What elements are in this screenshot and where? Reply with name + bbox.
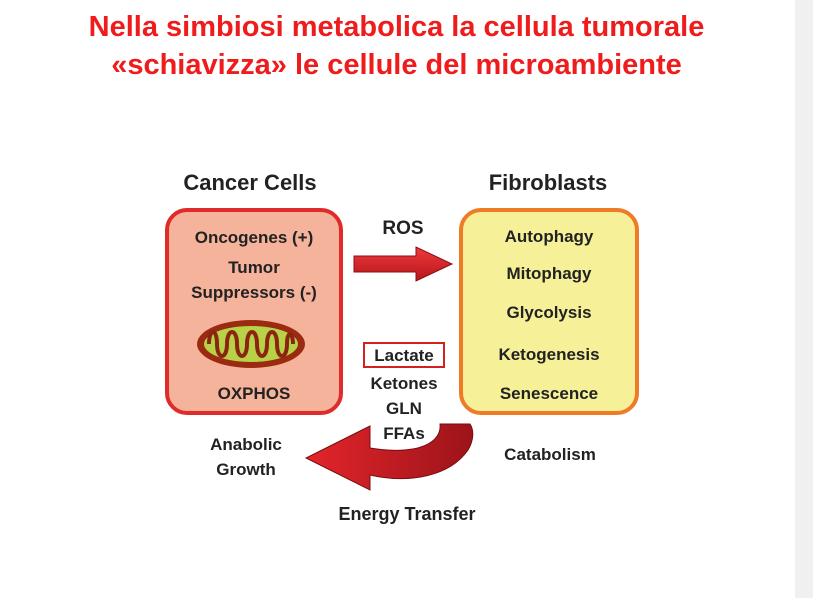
fibro-item-senescence: Senescence [499, 384, 599, 403]
scrollbar[interactable] [795, 0, 813, 598]
fibro-item-mitophagy: Mitophagy [506, 264, 592, 283]
lactate-highlight-box [363, 342, 445, 368]
fibroblasts-box [459, 208, 639, 415]
fibroblasts-header: Fibroblasts [488, 170, 608, 195]
title-line-2: «schiavizza» le cellule del microambient… [111, 49, 682, 81]
mitochondrion-icon [197, 320, 305, 368]
cancer-item-oncogenes: Oncogenes (+) [194, 228, 314, 247]
cancer-cells-box [165, 208, 343, 415]
cancer-item-oxphos: OXPHOS [217, 384, 291, 403]
cancer-item-tumor: Tumor [228, 258, 280, 277]
ros-arrow [353, 246, 454, 282]
energy-transfer-label: Energy Transfer [338, 504, 476, 524]
growth-label: Growth [216, 460, 276, 479]
cancer-item-suppressors: Suppressors (-) [191, 283, 317, 302]
metabolite-ketones: Ketones [370, 374, 438, 393]
energy-transfer-arrow [304, 423, 474, 491]
fibro-item-ketogenesis: Ketogenesis [498, 345, 600, 364]
catabolism-label: Catabolism [504, 445, 596, 464]
cancer-cells-header: Cancer Cells [183, 170, 317, 195]
title-line-1: Nella simbiosi metabolica la cellula tum… [88, 11, 705, 43]
anabolic-label: Anabolic [210, 435, 282, 454]
fibro-item-autophagy: Autophagy [504, 227, 594, 246]
metabolite-ffas: FFAs [383, 424, 425, 443]
metabolite-gln: GLN [386, 399, 422, 418]
metabolite-lactate: Lactate [374, 346, 434, 365]
fibro-item-glycolysis: Glycolysis [506, 303, 592, 322]
slide-title: Nella simbiosi metabolica la cellula tum… [0, 8, 793, 84]
ros-label: ROS [382, 218, 424, 239]
